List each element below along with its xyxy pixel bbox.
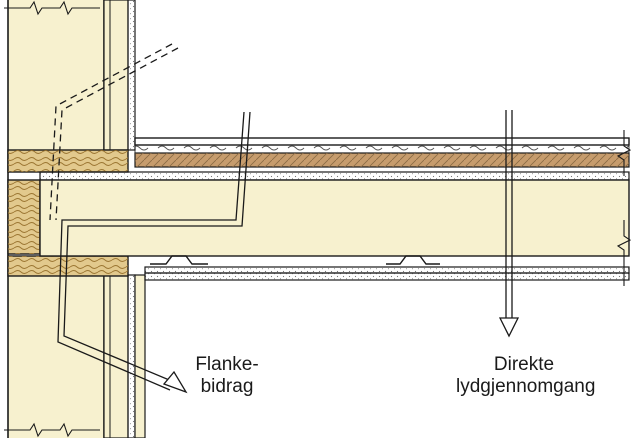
lower-wall-lining [134,274,146,438]
floor-subfloor [39,171,630,181]
direct-label-line1: Direkte [493,354,555,375]
break-mark-top [4,0,100,16]
direct-label: Direkte lydgjennomgang [456,354,596,398]
flanking-label: Flanke- bidrag [186,354,268,398]
break-mark-bottom [4,422,100,438]
direct-label-line2: lydgjennomgang [456,376,596,397]
flanking-path-dashed [49,43,179,221]
lower-wall-gypsum [127,274,136,438]
break-mark-right-bottom [616,220,632,286]
resilient-channel-2 [386,255,440,265]
lower-wall-board [103,274,129,438]
flanking-path [49,43,251,394]
ceiling-board-1 [144,266,630,274]
timber-members [7,149,129,277]
ceiling-board-2 [144,272,630,281]
flanking-label-line2: bidrag [200,376,254,397]
flanking-path-solid [57,111,251,391]
direct-path-shaft [505,110,513,320]
lower-wall-insulation [8,275,104,438]
direct-path [498,110,520,338]
upper-wall-insulation [8,0,104,150]
joist-insulation [39,179,630,257]
break-mark-right-top [616,130,632,176]
direct-path-arrow-icon [498,317,520,338]
upper-wall-board [103,0,129,151]
flanking-path-arrow-icon [162,370,188,394]
resilient-channel-1 [150,255,208,265]
flanking-label-line1: Flanke- [195,354,259,375]
wall-section [4,0,146,438]
upper-wall-gypsum [127,0,136,151]
floor-finish-layer [134,137,630,146]
floor-membrane [134,144,630,154]
